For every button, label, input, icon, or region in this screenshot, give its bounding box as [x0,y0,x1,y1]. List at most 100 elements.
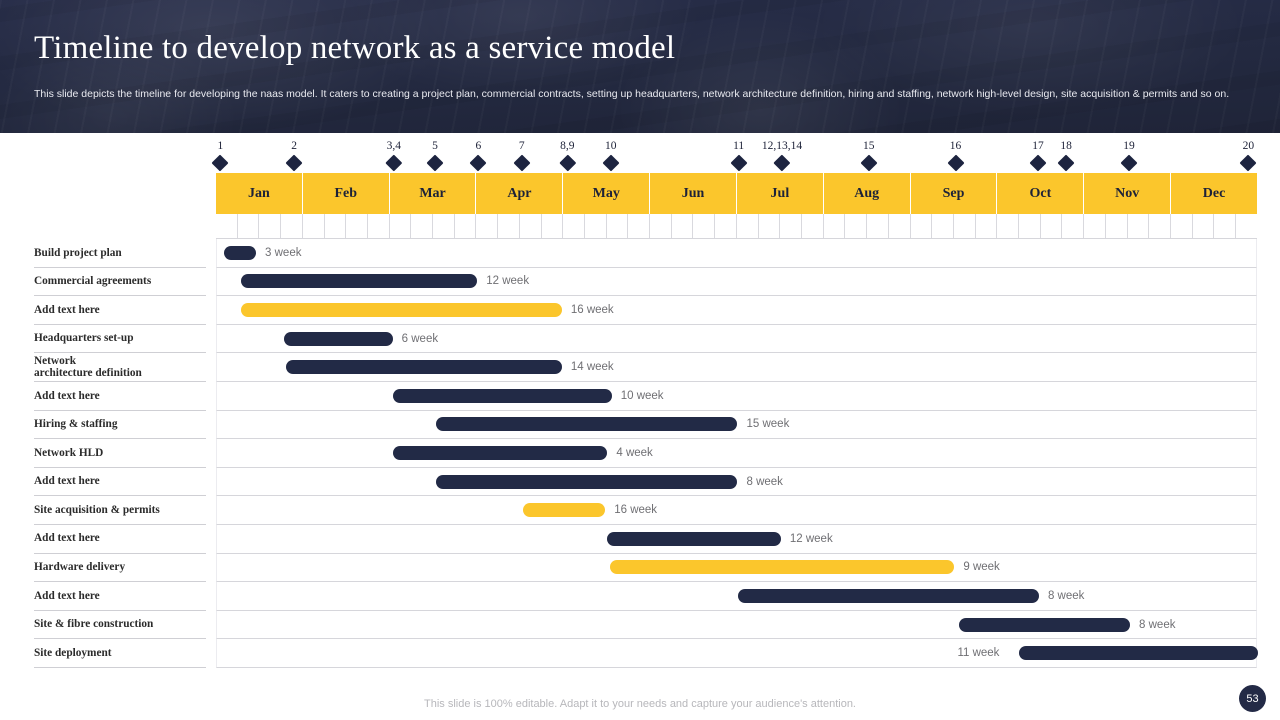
milestone-label: 3,4 [386,140,402,152]
task-bar[interactable] [737,588,1039,603]
milestone-label: 8,9 [560,140,575,152]
milestone-marker: 7 [513,140,531,172]
page-subtitle: This slide depicts the timeline for deve… [34,88,1230,100]
task-track: 12 week [216,524,1257,554]
task-label: Hiring & staffing [34,411,206,440]
gantt-row: Add text here 12 week [0,524,1280,554]
task-track: 9 week [216,553,1257,583]
task-duration-label: 10 week [620,389,664,402]
task-label: Headquarters set-up [34,325,206,354]
task-duration-label: 3 week [265,246,302,259]
week-tick [1041,214,1063,238]
week-tick [1106,214,1128,238]
task-bar[interactable] [436,417,738,432]
week-tick [845,214,868,238]
week-tick [672,214,694,238]
week-tick [1128,214,1150,238]
week-tick [911,214,933,238]
milestone-label: 2 [291,140,297,152]
milestone-label: 17 [1032,140,1044,152]
milestone-diamond-icon [558,154,576,172]
task-bar[interactable] [958,617,1131,632]
week-tick [1171,214,1193,238]
task-duration-label: 16 week [570,303,614,316]
week-tick [1236,214,1257,238]
task-track: 8 week [216,610,1257,640]
task-bar[interactable] [392,388,612,403]
task-duration-label: 8 week [1139,618,1176,631]
task-bar[interactable] [284,331,393,346]
task-duration-label: 12 week [789,532,833,545]
task-label: Add text here [34,525,206,554]
week-tick [346,214,368,238]
month-cell-jan: Jan [216,173,303,214]
week-tick [585,214,607,238]
task-bar[interactable] [1019,646,1258,661]
week-tick [802,214,824,238]
gantt-row: Add text here 16 week [0,296,1280,325]
week-tick [259,214,282,238]
task-track: 4 week [216,439,1257,468]
page-title: Timeline to develop network as a service… [34,30,676,66]
task-bar[interactable] [240,302,562,317]
week-tick [715,214,737,238]
week-tick [390,214,412,238]
task-bar[interactable] [436,474,738,489]
milestone-diamond-icon [947,154,965,172]
task-label: Add text here [34,468,206,497]
week-tick [1084,214,1106,238]
month-cell-feb: Feb [302,173,390,214]
task-bar[interactable] [392,445,608,460]
week-tick [889,214,911,238]
task-label: Network HLD [34,439,206,468]
task-label: Hardware delivery [34,554,206,583]
slide-header: Timeline to develop network as a service… [0,0,1280,133]
milestone-marker: 16 [947,140,965,172]
task-track: 8 week [216,582,1257,611]
task-bar[interactable] [609,560,955,575]
task-label: Site acquisition & permits [34,496,206,525]
milestone-label: 20 [1242,140,1255,152]
milestone-marker: 8,9 [558,140,576,172]
task-label: Site & fibre construction [34,611,206,640]
week-tick [780,214,802,238]
milestone-marker: 1 [211,140,229,172]
week-tick [997,214,1020,238]
footer-note: This slide is 100% editable. Adapt it to… [424,698,856,710]
task-duration-label: 9 week [963,561,1000,574]
milestone-diamond-icon [285,154,303,172]
milestone-label: 11 [733,140,745,152]
milestone-diamond-icon [602,154,620,172]
week-tick [824,214,846,238]
milestone-diamond-icon [1239,154,1257,172]
week-tick [455,214,477,238]
week-tick [867,214,889,238]
task-duration-label: 4 week [616,446,653,459]
week-tick [368,214,390,238]
task-track: 15 week [216,410,1257,440]
milestone-diamond-icon [1120,154,1138,172]
month-cell-mar: Mar [389,173,477,214]
task-bar[interactable] [240,274,478,289]
week-tick [563,214,585,238]
week-tick [932,214,954,238]
week-tick [520,214,542,238]
task-label: Add text here [34,296,206,325]
task-track: 12 week [216,267,1257,297]
gantt-row: Hardware delivery 9 week [0,553,1280,583]
task-track: 8 week [216,467,1257,497]
milestone-label: 18 [1060,140,1072,152]
task-bar[interactable] [223,245,257,260]
task-bar[interactable] [607,531,781,546]
month-cell-oct: Oct [997,173,1085,214]
week-tick [954,214,976,238]
task-bar[interactable] [286,360,562,375]
task-bar[interactable] [522,503,606,518]
